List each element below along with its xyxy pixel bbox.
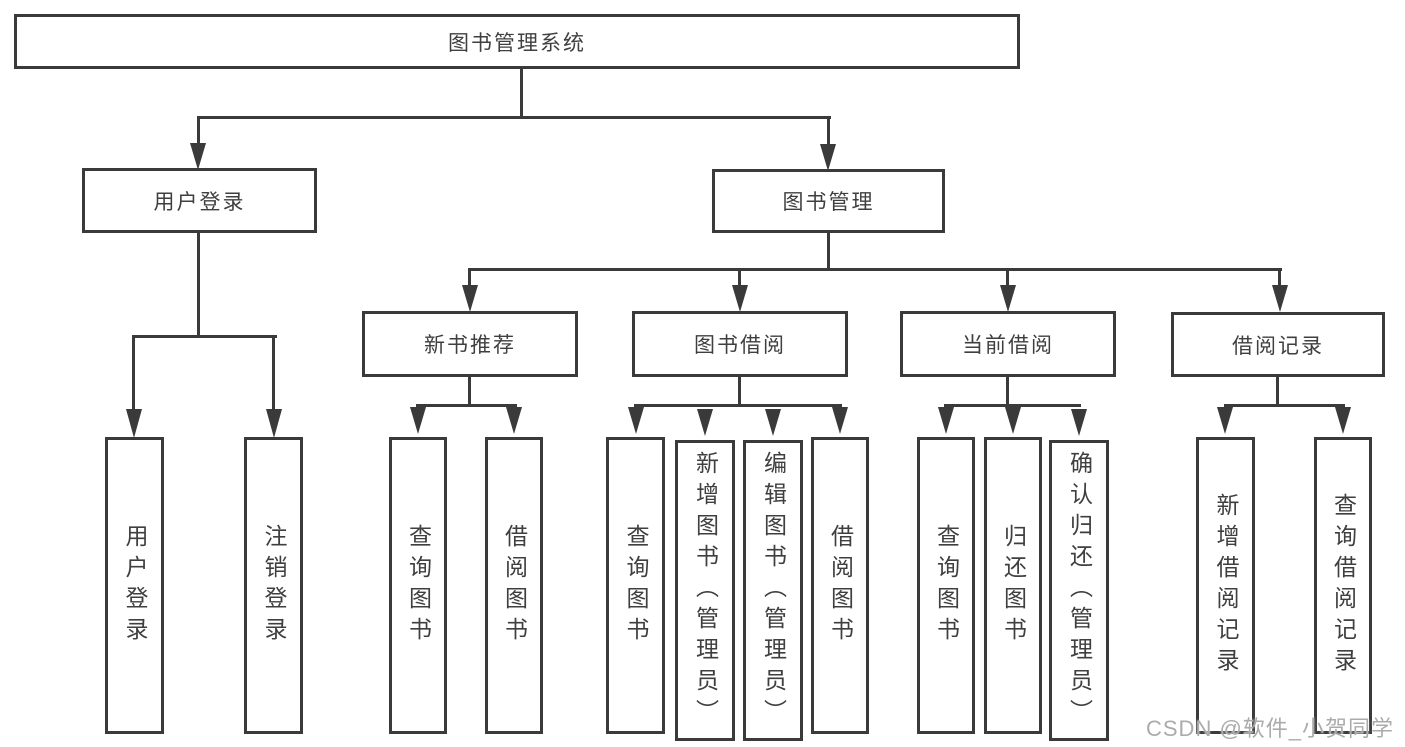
node-add-borrow-record: 新增借阅记录 xyxy=(1196,437,1255,734)
connector-arrow xyxy=(190,143,206,170)
connector-line xyxy=(634,404,842,407)
node-root: 图书管理系统 xyxy=(14,14,1020,69)
connector-arrow xyxy=(938,407,954,434)
node-root-label: 图书管理系统 xyxy=(448,31,586,55)
connector-line xyxy=(1006,377,1009,406)
node-user-login: 用户登录 xyxy=(82,168,317,233)
node-edit-book-admin-label: 编辑图书（管理员） xyxy=(760,451,787,730)
connector-arrow xyxy=(1335,407,1351,434)
node-current-borrow-label: 当前借阅 xyxy=(962,334,1054,357)
connector-line xyxy=(1224,404,1345,407)
node-add-borrow-record-label: 新增借阅记录 xyxy=(1213,492,1239,679)
node-borrow-record: 借阅记录 xyxy=(1171,312,1385,377)
node-query-book-current: 查询图书 xyxy=(917,437,975,734)
connector-line xyxy=(827,116,830,150)
connector-arrow xyxy=(1217,407,1233,434)
node-book-mgmt-label: 图书管理 xyxy=(782,191,875,214)
node-borrow-book-borrow-label: 借阅图书 xyxy=(827,523,854,648)
node-logout-leaf-label: 注销登录 xyxy=(261,523,287,648)
node-user-login-leaf: 用户登录 xyxy=(105,437,164,734)
node-new-book-rec-label: 新书推荐 xyxy=(424,334,516,357)
node-edit-book-admin: 编辑图书（管理员） xyxy=(743,440,803,741)
connector-line xyxy=(520,69,523,119)
node-borrow-record-label: 借阅记录 xyxy=(1232,334,1324,358)
connector-arrow xyxy=(1000,285,1016,312)
connector-line xyxy=(468,268,1282,271)
connector-line xyxy=(827,233,830,271)
connector-line xyxy=(197,116,200,150)
node-query-borrow-record: 查询借阅记录 xyxy=(1314,437,1372,734)
connector-line xyxy=(1276,377,1279,406)
node-book-mgmt: 图书管理 xyxy=(712,169,945,233)
connector-arrow xyxy=(126,409,142,438)
node-borrow-book-rec: 借阅图书 xyxy=(485,437,543,734)
node-query-book-borrow: 查询图书 xyxy=(606,437,665,734)
connector-line xyxy=(272,335,275,417)
connector-arrow xyxy=(628,407,644,434)
connector-line xyxy=(197,233,200,337)
node-user-login-leaf-label: 用户登录 xyxy=(122,523,148,648)
node-query-book-rec: 查询图书 xyxy=(389,437,447,734)
node-return-book: 归还图书 xyxy=(984,437,1042,734)
connector-line xyxy=(197,116,831,119)
connector-line xyxy=(132,335,277,338)
node-borrow-book-rec-label: 借阅图书 xyxy=(501,523,528,648)
connector-arrow xyxy=(1005,407,1021,434)
node-new-book-rec: 新书推荐 xyxy=(362,311,578,377)
node-return-book-label: 归还图书 xyxy=(1000,523,1027,648)
connector-line xyxy=(1278,268,1281,290)
connector-line xyxy=(416,404,517,407)
connector-arrow xyxy=(832,407,848,434)
node-borrow-book-borrow: 借阅图书 xyxy=(811,437,869,734)
node-book-borrow-label: 图书借阅 xyxy=(694,334,786,357)
connector-line xyxy=(132,335,135,417)
connector-line xyxy=(468,268,471,290)
node-add-book-admin-label: 新增图书（管理员） xyxy=(692,451,719,730)
connector-line xyxy=(738,377,741,406)
node-logout-leaf: 注销登录 xyxy=(244,437,303,734)
node-query-book-borrow-label: 查询图书 xyxy=(623,523,649,648)
connector-arrow xyxy=(462,285,478,312)
node-query-book-current-label: 查询图书 xyxy=(933,523,960,648)
node-confirm-return-admin-label: 确认归还（管理员） xyxy=(1066,451,1093,730)
connector-line xyxy=(1006,268,1009,290)
connector-arrow xyxy=(732,285,748,312)
node-query-borrow-record-label: 查询借阅记录 xyxy=(1330,492,1357,679)
node-confirm-return-admin: 确认归还（管理员） xyxy=(1049,440,1109,741)
connector-arrow xyxy=(1272,285,1288,312)
node-book-borrow: 图书借阅 xyxy=(632,311,848,377)
node-add-book-admin: 新增图书（管理员） xyxy=(675,440,735,741)
csdn-watermark: CSDN @软件_小贺同学 xyxy=(1146,716,1395,741)
connector-arrow xyxy=(506,407,522,434)
node-current-borrow: 当前借阅 xyxy=(900,311,1116,377)
connector-arrow xyxy=(410,407,426,434)
connector-line xyxy=(738,268,741,290)
connector-arrow xyxy=(765,409,781,436)
connector-line xyxy=(944,404,1081,407)
connector-arrow xyxy=(820,144,836,171)
connector-arrow xyxy=(697,409,713,436)
node-user-login-label: 用户登录 xyxy=(153,190,246,214)
connector-line xyxy=(468,377,471,406)
connector-arrow xyxy=(266,409,282,438)
node-query-book-rec-label: 查询图书 xyxy=(405,523,432,648)
connector-arrow xyxy=(1071,409,1087,436)
